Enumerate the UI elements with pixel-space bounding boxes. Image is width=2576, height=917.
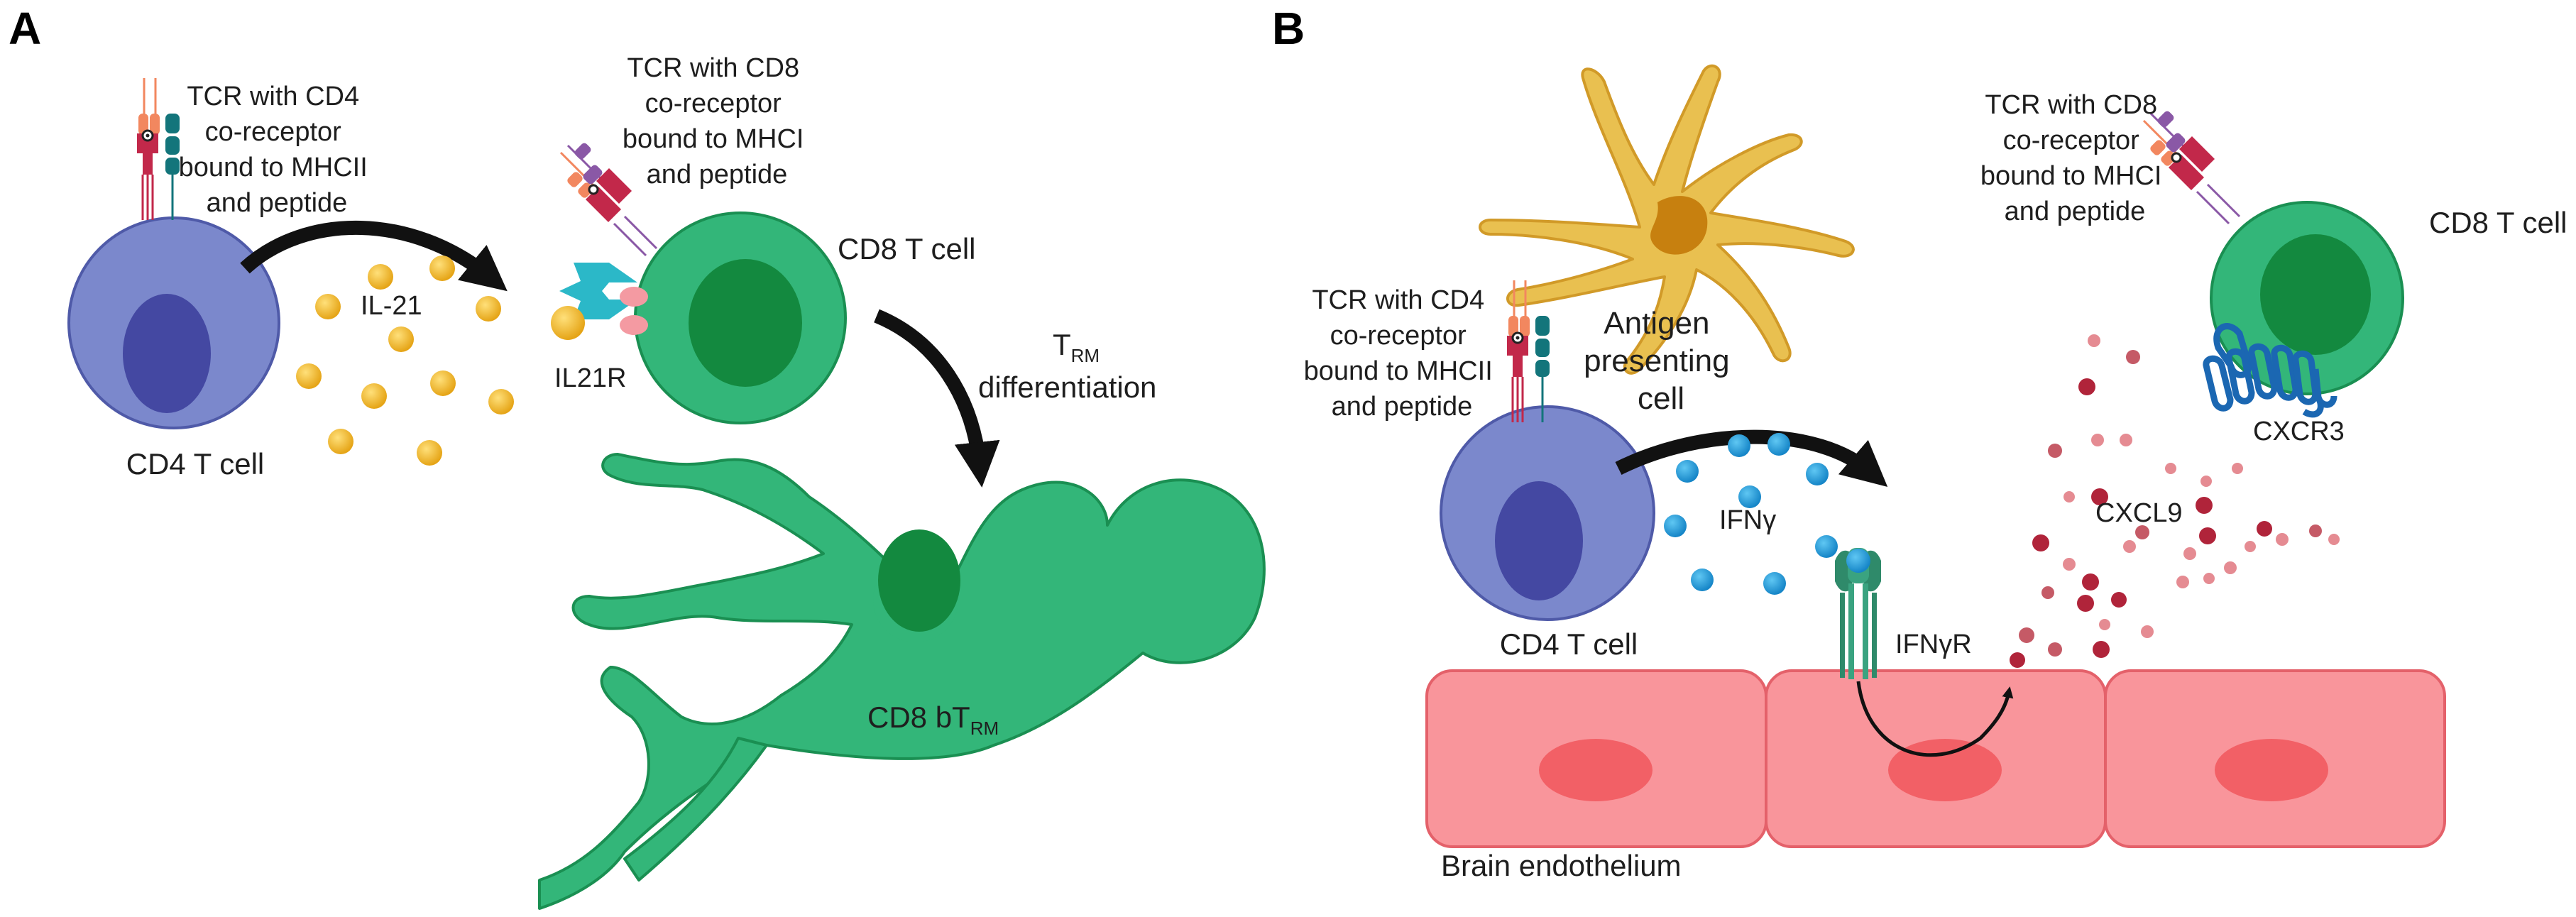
- endothelial-cell-icon: [1425, 669, 2446, 848]
- apc-label: Antigen presenting cell: [1584, 306, 1738, 416]
- il21-receptor-icon: [551, 263, 648, 340]
- cd8-t-cell-icon-a: [634, 212, 847, 424]
- ifn-gamma-receptor-icon: [1835, 548, 1881, 679]
- panel-a-letter: A: [9, 3, 41, 54]
- cd8-t-cell-label-a: CD8 T cell: [838, 232, 976, 265]
- tcr-cd8-label-b: TCR with CD8 co-receptor bound to MHCI a…: [1980, 90, 2169, 226]
- tcr-cd8-complex-icon-a: [559, 141, 658, 257]
- il21-label: IL-21: [361, 291, 422, 321]
- tcr-cd4-complex-icon: [136, 77, 181, 221]
- signalling-arrow: [1856, 681, 2014, 757]
- cd4-t-cell-icon: [67, 216, 280, 429]
- brain-endothelium-label: Brain endothelium: [1441, 849, 1682, 882]
- panel-a: TCR with CD4 co-receptor bound to MHCII …: [67, 53, 1266, 910]
- differentiation-label: differentiation: [978, 370, 1156, 404]
- il21-cytokine-icon: [296, 256, 514, 466]
- ifn-gamma-cytokine-icon: [1664, 433, 1838, 595]
- cd4-t-cell-label-a: CD4 T cell: [126, 447, 265, 481]
- activation-arrow: [240, 220, 508, 292]
- antigen-presenting-cell-icon: [1479, 64, 1855, 375]
- ifngr-label: IFNγR: [1895, 630, 1972, 659]
- trm-label: TRM: [1053, 328, 1100, 366]
- tcr-cd4-label-a: TCR with CD4 co-receptor bound to MHCII …: [179, 82, 376, 218]
- ifng-release-arrow: [1615, 429, 1888, 487]
- differentiation-arrow: [874, 309, 1000, 488]
- cxcr3-receptor-icon: [2203, 323, 2337, 418]
- cd8-t-cell-label-b: CD8 T cell: [2429, 206, 2567, 239]
- cd4-t-cell-icon-b: [1440, 405, 1655, 621]
- il21r-label: IL21R: [554, 363, 626, 393]
- cd4-t-cell-label-b: CD4 T cell: [1500, 627, 1638, 661]
- ifng-label: IFNγ: [1719, 505, 1776, 535]
- bt-rm-label: CD8 bTRM: [867, 701, 999, 739]
- resident-memory-t-cell-icon: [538, 453, 1266, 910]
- cxcr3-label: CXCR3: [2253, 417, 2345, 446]
- panel-b-letter: B: [1272, 3, 1305, 54]
- cxcl9-label: CXCL9: [2095, 498, 2183, 528]
- panel-b: Brain endothelium Antigen presenting cel…: [1304, 64, 2567, 882]
- tcr-cd4-label-b: TCR with CD4 co-receptor bound to MHCII …: [1304, 285, 1501, 422]
- cd8-t-cell-icon-b: [2210, 201, 2404, 395]
- cxcl9-chemokine-icon: [2010, 334, 2340, 668]
- tcr-cd8-label-a: TCR with CD8 co-receptor bound to MHCI a…: [623, 53, 811, 190]
